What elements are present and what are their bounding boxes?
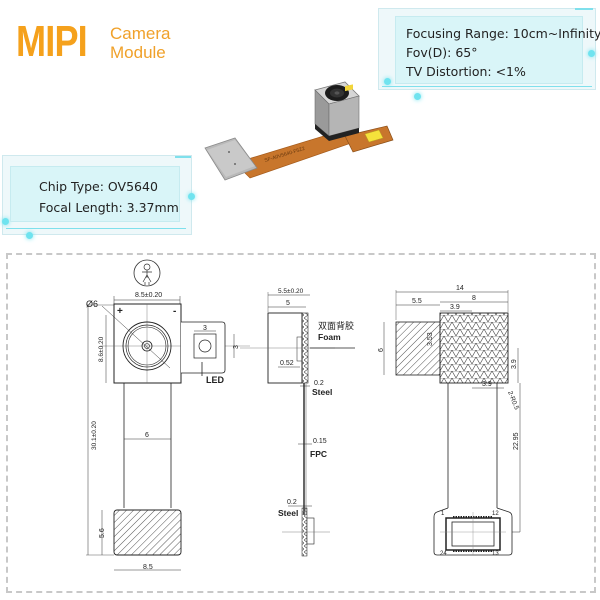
focal-length: Focal Length: 3.37mm	[39, 200, 179, 215]
decor-dot	[384, 78, 391, 85]
side-view: 5.5±0.20 5 双面背胶 Foam 0.52 0.2 Steel 0.15…	[240, 288, 355, 557]
front-width-dim: 8.5±0.20	[135, 292, 162, 299]
decor-line	[575, 8, 593, 10]
back-top-offset-dim: 3.9	[450, 304, 460, 311]
fpc-thk-dim: 0.15	[313, 438, 327, 445]
decor-line	[382, 86, 592, 87]
foam-offset-dim: 0.52	[280, 360, 294, 367]
pin-1-label: 1	[441, 511, 445, 517]
steel-bottom-label: Steel	[278, 508, 298, 518]
decor-line	[175, 156, 191, 158]
decor-dot	[588, 50, 595, 57]
girl-figure-icon	[133, 259, 161, 287]
side-body-depth-dim: 5	[286, 300, 290, 307]
foam-label: Foam	[318, 332, 341, 342]
minus-label: -	[173, 306, 176, 317]
back-right-offset-dim: 3.9	[511, 359, 518, 369]
back-step-dim: 3.53	[427, 332, 434, 346]
back-right-width-dim: 8	[472, 295, 476, 302]
decor-dot	[188, 193, 195, 200]
lens-diameter-dim: Ø6	[86, 299, 98, 309]
back-total-width-dim: 14	[456, 285, 464, 292]
pin-13-label: 13	[492, 551, 499, 557]
steel-top-thk-dim: 0.2	[314, 380, 324, 387]
spec-fov: Fov(D): 65°	[406, 45, 478, 60]
decor-dot	[26, 232, 33, 239]
stiffener-width-dim: 8.5	[143, 564, 153, 571]
header: MIPI Camera Module Focusing Range: 10cm~…	[0, 0, 600, 240]
plus-label: +	[117, 306, 123, 317]
fpc-width-dim: 6	[145, 432, 149, 439]
front-view: 8.5±0.20 + - Ø6 8.6±0.20 3 3 LED 6	[86, 259, 250, 571]
led-width-dim: 3	[203, 325, 207, 332]
led-label: LED	[206, 375, 225, 385]
spec-distortion: TV Distortion: <1%	[406, 64, 526, 79]
spec-focusing-range: Focusing Range: 10cm~Infinity	[406, 26, 600, 41]
decor-dot	[414, 93, 421, 100]
back-left-width-dim: 5.5	[412, 298, 422, 305]
subtitle-line-2: Module	[110, 43, 166, 62]
back-bottom-offset-dim: 3.9	[482, 381, 492, 388]
front-height-dim: 8.6±0.20	[98, 336, 105, 362]
chip-type: Chip Type: OV5640	[39, 179, 158, 194]
specs-callout: Focusing Range: 10cm~Infinity Fov(D): 65…	[395, 16, 600, 84]
steel-top-label: Steel	[312, 387, 332, 397]
led-height-dim: 3	[233, 345, 240, 349]
back-left-height-dim: 6	[378, 348, 385, 352]
foam-label-cn: 双面背胶	[318, 320, 354, 331]
brand-subtitle: Camera Module	[110, 24, 170, 62]
steel-bottom-thk-dim: 0.2	[287, 499, 297, 506]
corner-radius-dim: 2-R0.5	[506, 390, 520, 411]
total-length-dim: 30.1±0.20	[91, 421, 98, 450]
pin-12-label: 12	[492, 511, 499, 517]
back-length-dim: 22.95	[513, 432, 520, 450]
stiffener-height-dim: 5.6	[99, 528, 106, 538]
decor-line	[6, 228, 186, 229]
chip-callout: Chip Type: OV5640 Focal Length: 3.37mm	[10, 166, 180, 222]
subtitle-line-1: Camera	[110, 24, 171, 43]
decor-dot	[2, 218, 9, 225]
pin-24-label: 24	[440, 551, 447, 557]
technical-drawing-frame	[6, 253, 596, 593]
camera-module-image: SF-A0V5640-F5Z2	[204, 81, 394, 181]
brand-logo: MIPI	[16, 17, 88, 66]
fpc-label: FPC	[310, 449, 327, 459]
side-total-depth-dim: 5.5±0.20	[278, 288, 304, 295]
back-view: 14 5.5 8 3.9 6 3.53 3.9 3.9 2-R0.5 22.95	[378, 285, 521, 557]
